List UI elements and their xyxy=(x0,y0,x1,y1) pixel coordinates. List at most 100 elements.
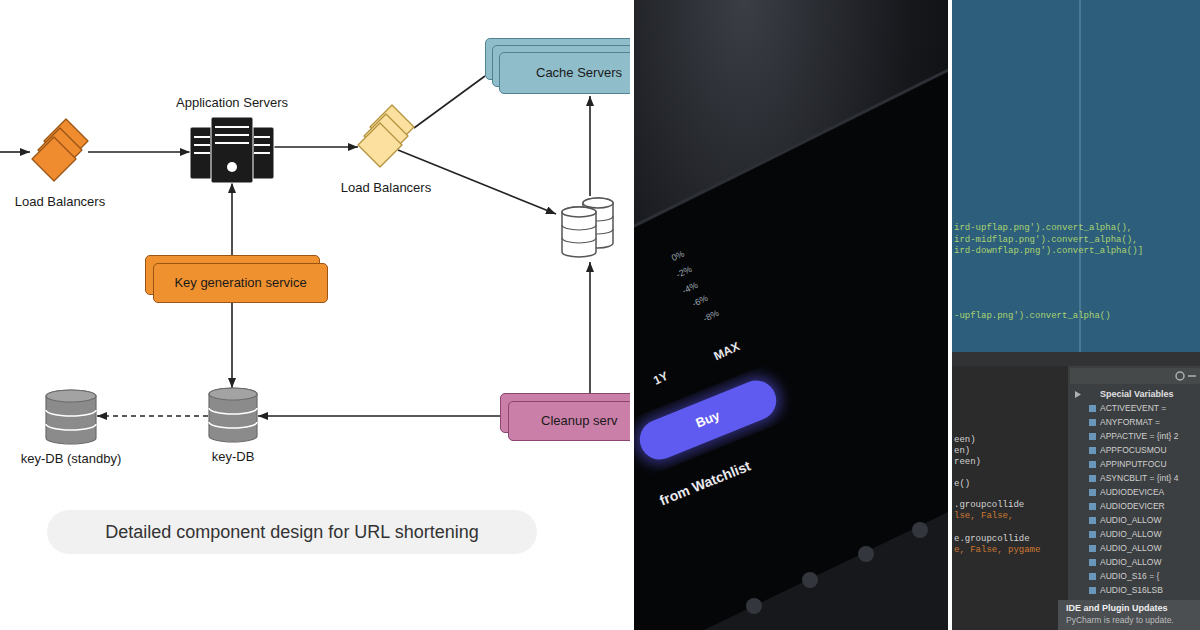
database-top xyxy=(209,388,257,400)
connector-arrow xyxy=(258,415,500,417)
node-label-wrap: key-DB (standby) xyxy=(21,451,121,467)
label-wrap: AUDIODEVICER xyxy=(1100,502,1165,512)
stack-layer: Cleanup serv xyxy=(508,401,630,441)
label-wrap: APPINPUTFOCU xyxy=(1100,460,1167,470)
buy-button-label: Buy xyxy=(694,408,722,431)
panel-heading: Special Variables xyxy=(1100,389,1174,399)
balancer-diamond xyxy=(32,137,76,181)
buy-button xyxy=(634,374,782,465)
variable-icon xyxy=(1089,573,1096,580)
cleanup-db-arrow xyxy=(589,262,591,393)
axis-percent: -8% xyxy=(702,308,721,324)
phone-edge xyxy=(634,70,948,226)
label-wrap: AUDIO_ALLOW xyxy=(1100,544,1161,554)
node-label-wrap: Application Servers xyxy=(176,95,288,111)
lb-icon xyxy=(32,117,88,187)
label-wrap: ASYNCBLIT = {int} 4 xyxy=(1100,474,1179,484)
phone-photo xyxy=(634,0,948,630)
label-wrap: Special Variables xyxy=(1100,389,1174,399)
console-line: e, False, pygame xyxy=(954,545,1040,555)
database-band xyxy=(46,424,96,430)
database-top xyxy=(46,390,96,402)
stack-layer: Cache Servers xyxy=(499,52,630,94)
panel-header xyxy=(1070,368,1200,384)
label-wrap: APPFOCUSMOU xyxy=(1100,446,1167,456)
range-tab: 1Y xyxy=(651,370,670,389)
variable-icon xyxy=(1089,461,1096,468)
label-wrap: e, False, pygame xyxy=(954,545,1040,555)
axis-percent: -6% xyxy=(691,293,710,309)
label-wrap: APPACTIVE = {int} 2 xyxy=(1100,432,1179,442)
connector-arrow xyxy=(97,415,208,417)
label-wrap: -upflap.png').convert_alpha() xyxy=(954,311,1111,321)
gear-icon xyxy=(1176,372,1184,380)
server-slot xyxy=(254,136,270,138)
node-label-wrap: Load Balancers xyxy=(15,194,105,210)
label-wrap: AUDIO_ALLOW xyxy=(1100,516,1161,526)
variable-row: ANYFORMAT = xyxy=(1100,418,1160,428)
server-slot xyxy=(254,144,270,146)
label-wrap: AUDIO_S16LSB xyxy=(1100,586,1163,596)
console-line: .groupcollide xyxy=(954,500,1024,510)
variable-icon xyxy=(1089,419,1096,426)
box-label: Cache Servers xyxy=(536,65,622,81)
label-wrap: ACTIVEEVENT = xyxy=(1100,404,1166,414)
box-label: Cleanup serv xyxy=(541,413,618,429)
server-tower xyxy=(190,127,214,179)
input-arrow xyxy=(0,151,30,153)
label-wrap: AUDIODEVICEA xyxy=(1100,488,1164,498)
lb-icon xyxy=(358,103,414,173)
service-box: Key generation service xyxy=(145,255,328,303)
phone-illustration xyxy=(634,0,948,630)
variable-icon xyxy=(1089,587,1096,594)
variable-icon xyxy=(1089,517,1096,524)
code-line: ird-downflap.png').convert_alpha()] xyxy=(954,246,1143,256)
server-slot xyxy=(254,152,270,154)
variable-icon xyxy=(1089,405,1096,412)
variable-row: AUDIO_ALLOW xyxy=(1100,544,1161,554)
label-wrap: reen) xyxy=(954,457,981,467)
tab-bar xyxy=(704,512,948,630)
caption-pill: Detailed component design for URL shorte… xyxy=(47,510,537,554)
label-wrap: -2% xyxy=(675,264,694,280)
database-top xyxy=(562,207,596,217)
label-wrap: -6% xyxy=(691,293,710,309)
variable-row: ASYNCBLIT = {int} 4 xyxy=(1100,474,1179,484)
node-label: key-DB xyxy=(212,449,255,465)
code-line: ird-midflap.png').convert_alpha(), xyxy=(954,235,1138,245)
db-icon xyxy=(45,390,97,444)
label-wrap: 0% xyxy=(670,249,686,264)
variable-icon xyxy=(1089,433,1096,440)
notification-title: IDE and Plugin Updates xyxy=(1066,603,1168,613)
stack-layer: Key generation service xyxy=(153,263,328,303)
node-label: Load Balancers xyxy=(341,180,431,196)
application-servers: Application Servers xyxy=(190,117,274,183)
tab-icon xyxy=(802,572,818,588)
variables-panel xyxy=(1070,366,1200,630)
range-tab: MAX xyxy=(712,340,742,364)
console-line: e() xyxy=(954,479,970,489)
variable-icon xyxy=(1089,475,1096,482)
console-line: e.groupcollide xyxy=(954,534,1030,544)
load-balancer: Load Balancers xyxy=(32,117,88,187)
console-line: lse, False, xyxy=(954,511,1013,521)
database-body xyxy=(209,388,257,442)
server-slot xyxy=(194,152,210,154)
phone-screen xyxy=(634,72,948,630)
label-wrap: AUDIO_ALLOW xyxy=(1100,558,1161,568)
variable-icon xyxy=(1089,545,1096,552)
variable-row: AUDIO_S16 = { xyxy=(1100,572,1159,582)
server-slot xyxy=(215,134,249,136)
label-wrap: PyCharm is ready to update. xyxy=(1066,616,1174,626)
variable-row: AUDIODEVICEA xyxy=(1100,488,1164,498)
label-wrap: e() xyxy=(954,479,970,489)
variable-icon xyxy=(1089,503,1096,510)
tab-icon xyxy=(858,546,874,562)
label-wrap: Buy xyxy=(694,408,722,431)
button-glow xyxy=(634,368,790,473)
variable-row: APPACTIVE = {int} 2 xyxy=(1100,432,1179,442)
database-top xyxy=(583,198,613,208)
label-wrap: lse, False, xyxy=(954,511,1013,521)
console-line: en) xyxy=(954,446,970,456)
label-wrap: AUDIO_ALLOW xyxy=(1100,530,1161,540)
